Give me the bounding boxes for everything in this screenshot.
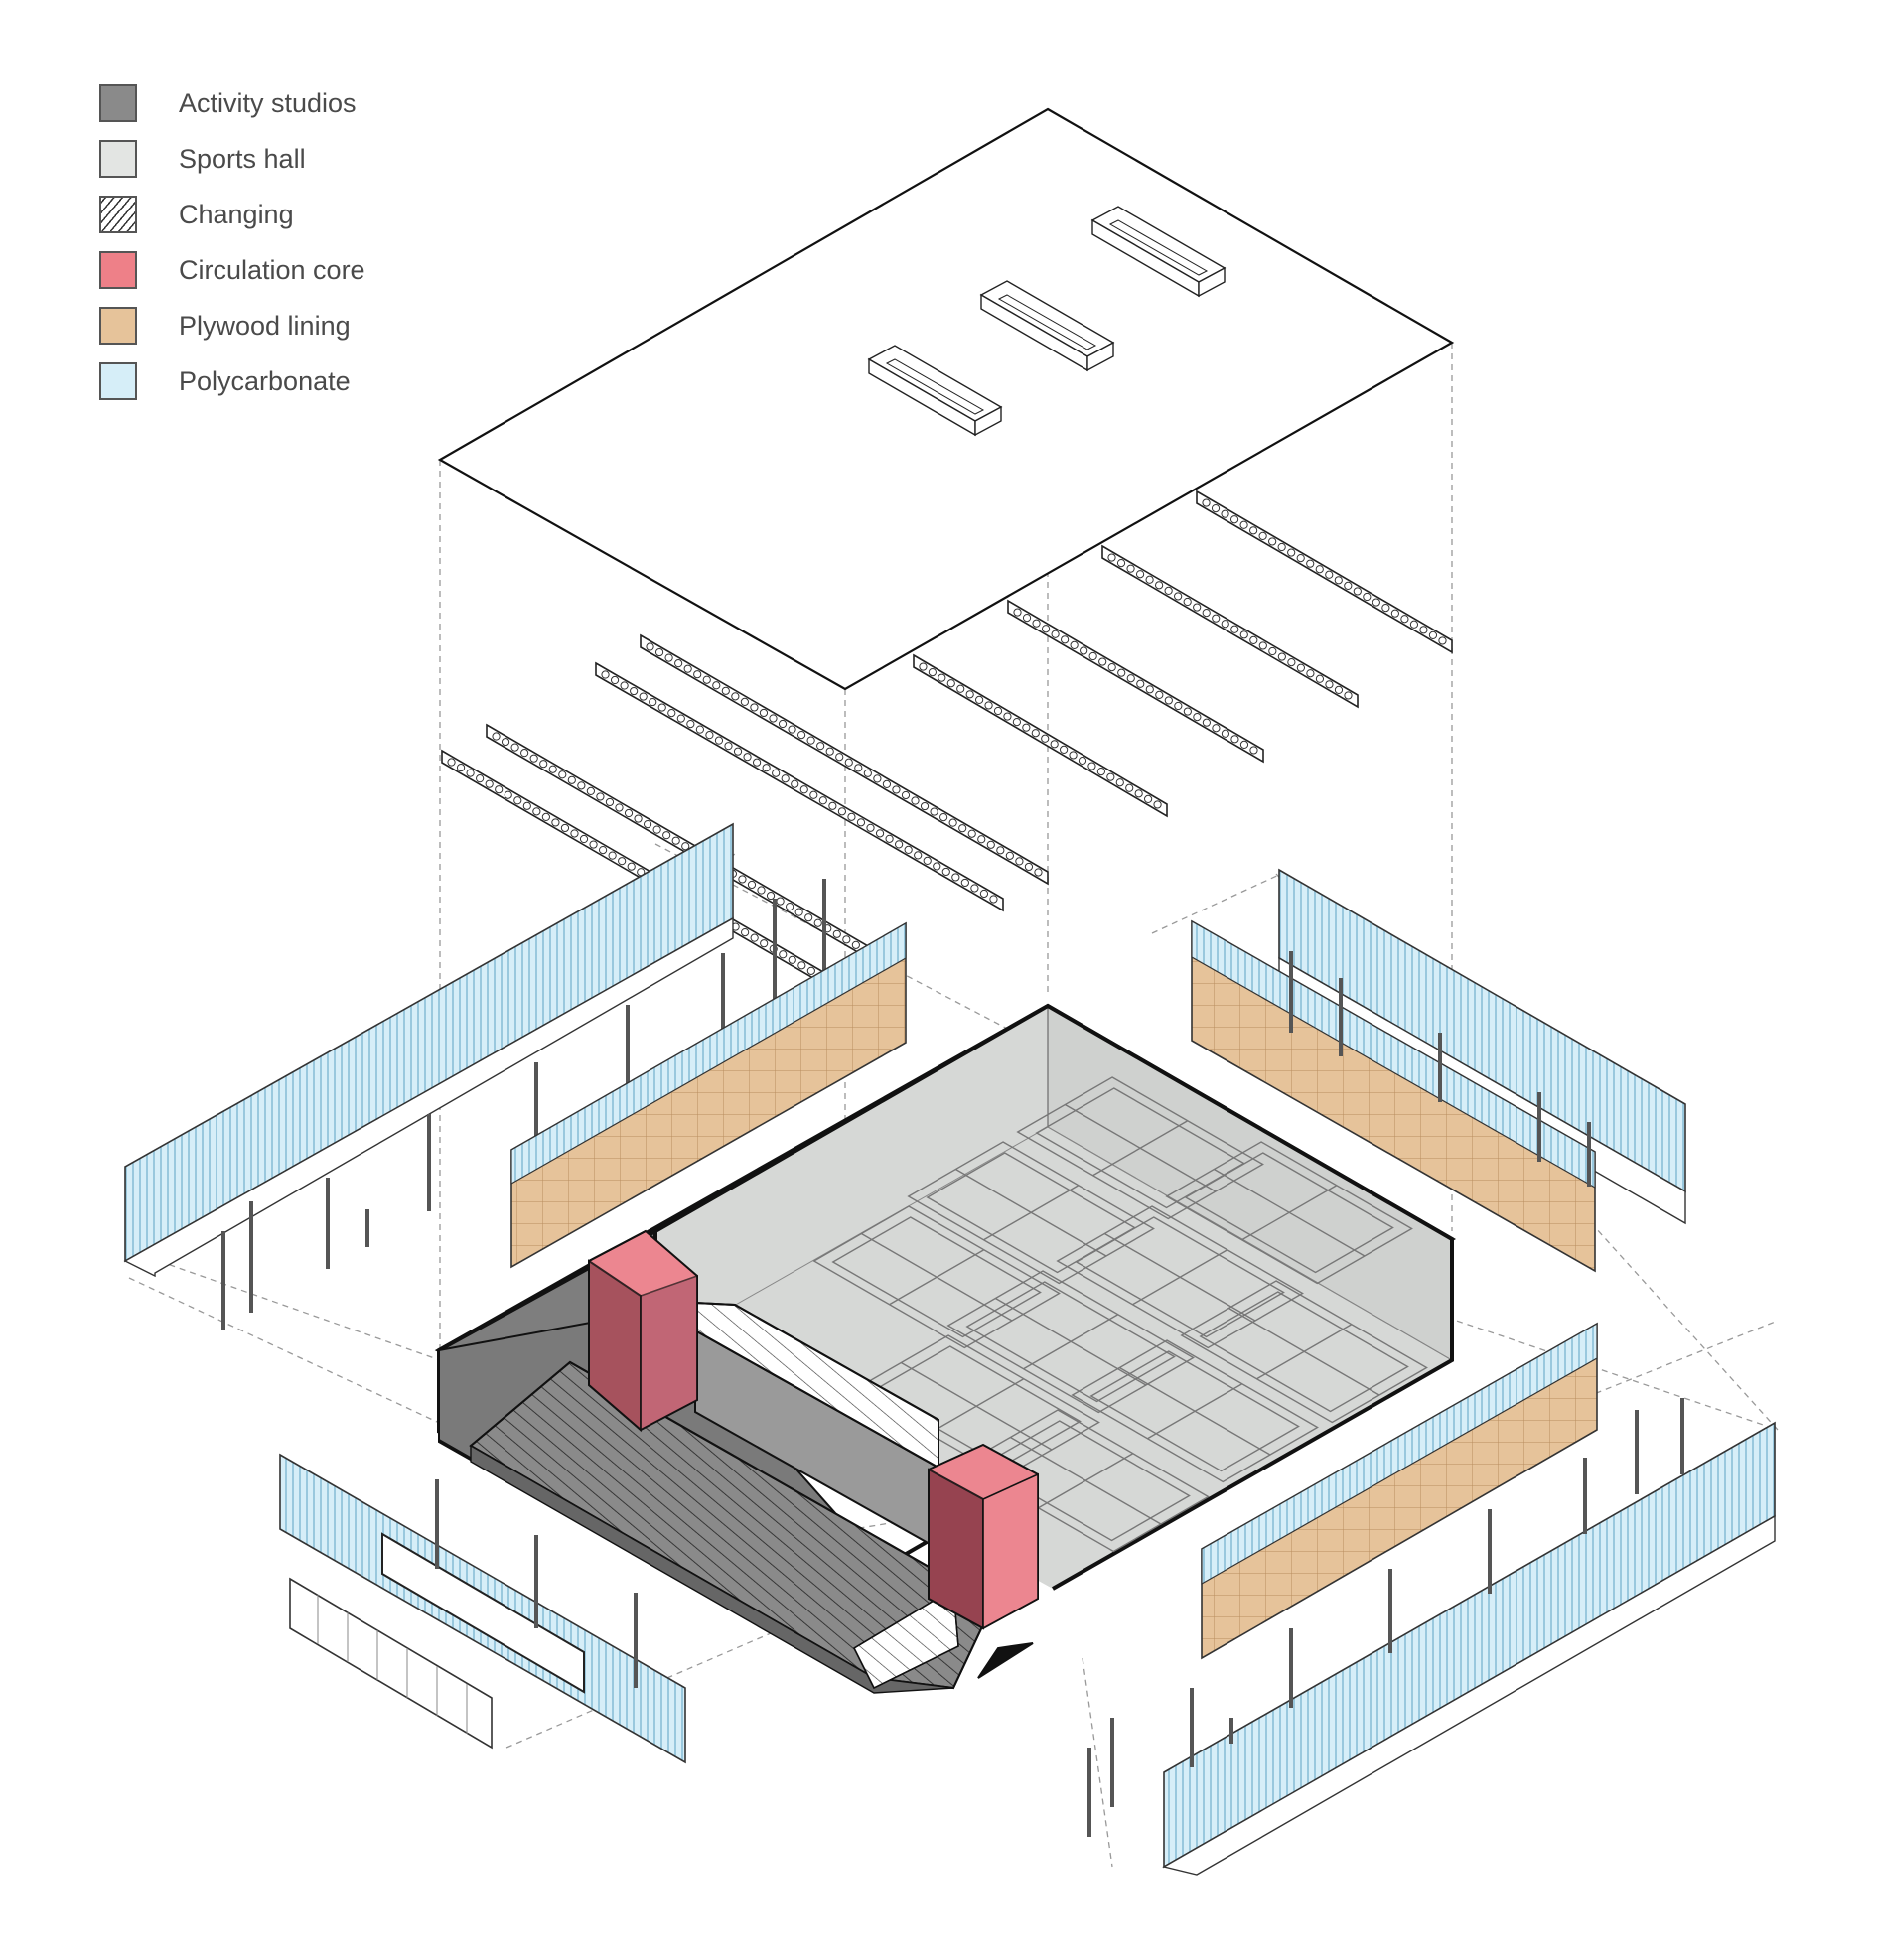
- wall-panel-southeast: [1087, 1322, 1776, 1876]
- legend-item: Sports hall: [99, 131, 365, 187]
- roof-truss: [1196, 490, 1453, 654]
- court-marking: [961, 1409, 1210, 1553]
- roof-truss: [1007, 599, 1264, 764]
- roof-slab: [437, 107, 1455, 691]
- lining-panel-northwest: [510, 921, 907, 1269]
- wall-panel-southwest: [279, 1453, 686, 1764]
- court-marking: [1071, 1339, 1319, 1483]
- court-marking: [1180, 1280, 1428, 1424]
- roof-truss: [640, 633, 1049, 886]
- circulation-core-south: [928, 1443, 1039, 1630]
- entrance-arrow-icon: [977, 1642, 1034, 1679]
- legend-label: Sports hall: [179, 143, 306, 174]
- legend-label: Polycarbonate: [179, 365, 351, 396]
- court-marking: [1056, 1205, 1304, 1349]
- court-marking: [1165, 1141, 1413, 1285]
- rooflight: [867, 345, 1003, 437]
- court-marking: [907, 1141, 1155, 1285]
- legend-swatch: [99, 196, 137, 233]
- legend-swatch: [99, 307, 137, 345]
- legend-label: Activity studios: [179, 87, 357, 118]
- roof-truss: [1101, 544, 1359, 709]
- legend-label: Circulation core: [179, 254, 365, 285]
- wall-panel-northeast: [1191, 868, 1686, 1273]
- legend-label: Changing: [179, 199, 294, 229]
- legend-swatch: [99, 251, 137, 289]
- legend-swatch: [99, 140, 137, 178]
- legend-item: Circulation core: [99, 242, 365, 298]
- court-marking: [946, 1270, 1195, 1414]
- rooflight: [1090, 206, 1227, 298]
- legend-label: Plywood lining: [179, 310, 351, 341]
- court-marking: [812, 1205, 1061, 1349]
- roof-truss: [913, 653, 1168, 818]
- legend-item: Changing: [99, 187, 365, 242]
- legend-swatch: [99, 362, 137, 400]
- legend-item: Activity studios: [99, 75, 365, 131]
- legend-swatch: [99, 84, 137, 122]
- legend-item: Plywood lining: [99, 298, 365, 353]
- roof-truss: [595, 661, 1004, 912]
- wall-panel-northwest: [123, 822, 826, 1330]
- rooflight: [979, 280, 1115, 372]
- activity-studios: [437, 1227, 995, 1694]
- court-marking: [1016, 1076, 1264, 1220]
- circulation-core-west: [588, 1229, 698, 1433]
- legend-item: Polycarbonate: [99, 353, 365, 409]
